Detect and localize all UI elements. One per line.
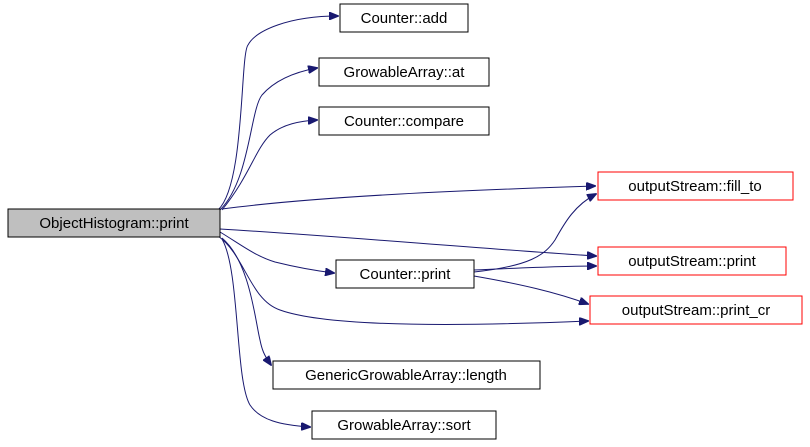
edge-root-to-counter-compare <box>221 120 317 211</box>
growable-at-label: GrowableArray::at <box>344 64 466 81</box>
counter-print-box <box>335 259 475 289</box>
edge-counter-print-to-os-print <box>473 266 596 271</box>
counter-print-label: Counter::print <box>360 266 452 283</box>
edges <box>217 16 596 427</box>
generic-length-box <box>272 360 541 390</box>
counter-add-label: Counter::add <box>361 10 448 27</box>
edge-root-to-growable-at <box>219 68 317 211</box>
root-node-label: ObjectHistogram::print <box>39 215 189 232</box>
edge-root-to-counter-add <box>217 16 338 211</box>
edge-root-to-os-print <box>219 228 596 256</box>
node-generic-length[interactable]: GenericGrowableArray::length <box>272 360 541 390</box>
growable-sort-box <box>311 410 497 440</box>
growable-sort-label: GrowableArray::sort <box>337 417 471 434</box>
node-root[interactable]: ObjectHistogram::print <box>7 208 221 238</box>
counter-compare-label: Counter::compare <box>344 113 464 130</box>
edge-root-to-generic-length <box>221 237 271 365</box>
root-node-box <box>7 208 221 238</box>
node-counter-add[interactable]: Counter::add <box>339 3 469 33</box>
node-counter-print[interactable]: Counter::print <box>335 259 475 289</box>
edge-counter-print-to-fill-to <box>473 194 596 273</box>
edge-root-to-counter-print <box>219 231 334 273</box>
growable-at-box <box>318 57 490 87</box>
edge-root-to-fill-to <box>221 186 595 210</box>
counter-compare-box <box>318 106 490 136</box>
node-counter-compare[interactable]: Counter::compare <box>318 106 490 136</box>
node-growable-sort[interactable]: GrowableArray::sort <box>311 410 497 440</box>
counter-add-box <box>339 3 469 33</box>
print-cr-box <box>589 295 803 325</box>
node-growable-at[interactable]: GrowableArray::at <box>318 57 490 87</box>
edge-root-to-print-cr <box>217 235 588 324</box>
node-print-cr[interactable]: outputStream::print_cr <box>589 295 803 325</box>
fill-to-box <box>597 171 794 201</box>
node-fill-to[interactable]: outputStream::fill_to <box>597 171 794 201</box>
generic-length-label: GenericGrowableArray::length <box>305 367 507 384</box>
node-os-print[interactable]: outputStream::print <box>597 246 787 276</box>
fill-to-label: outputStream::fill_to <box>628 178 761 195</box>
edge-root-to-growable-sort <box>221 238 310 427</box>
print-cr-label: outputStream::print_cr <box>622 302 770 319</box>
edge-counter-print-to-print-cr <box>473 275 588 304</box>
os-print-box <box>597 246 787 276</box>
os-print-label: outputStream::print <box>628 253 756 270</box>
